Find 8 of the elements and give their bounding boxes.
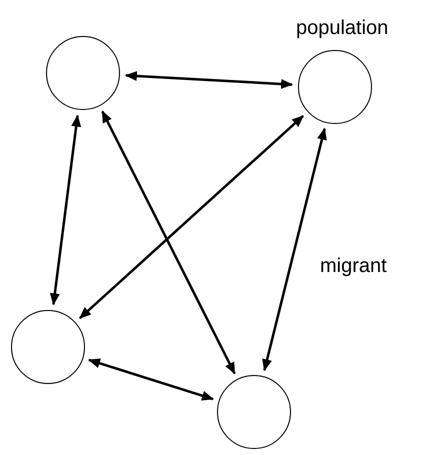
double-arrow [124, 71, 294, 89]
node-caption: population [296, 18, 388, 38]
double-arrow [50, 114, 82, 306]
double-arrow [262, 128, 327, 372]
double-arrow [101, 110, 236, 374]
double-arrow [88, 358, 214, 401]
edge-label: migrant [318, 256, 389, 276]
double-arrow [79, 114, 304, 320]
